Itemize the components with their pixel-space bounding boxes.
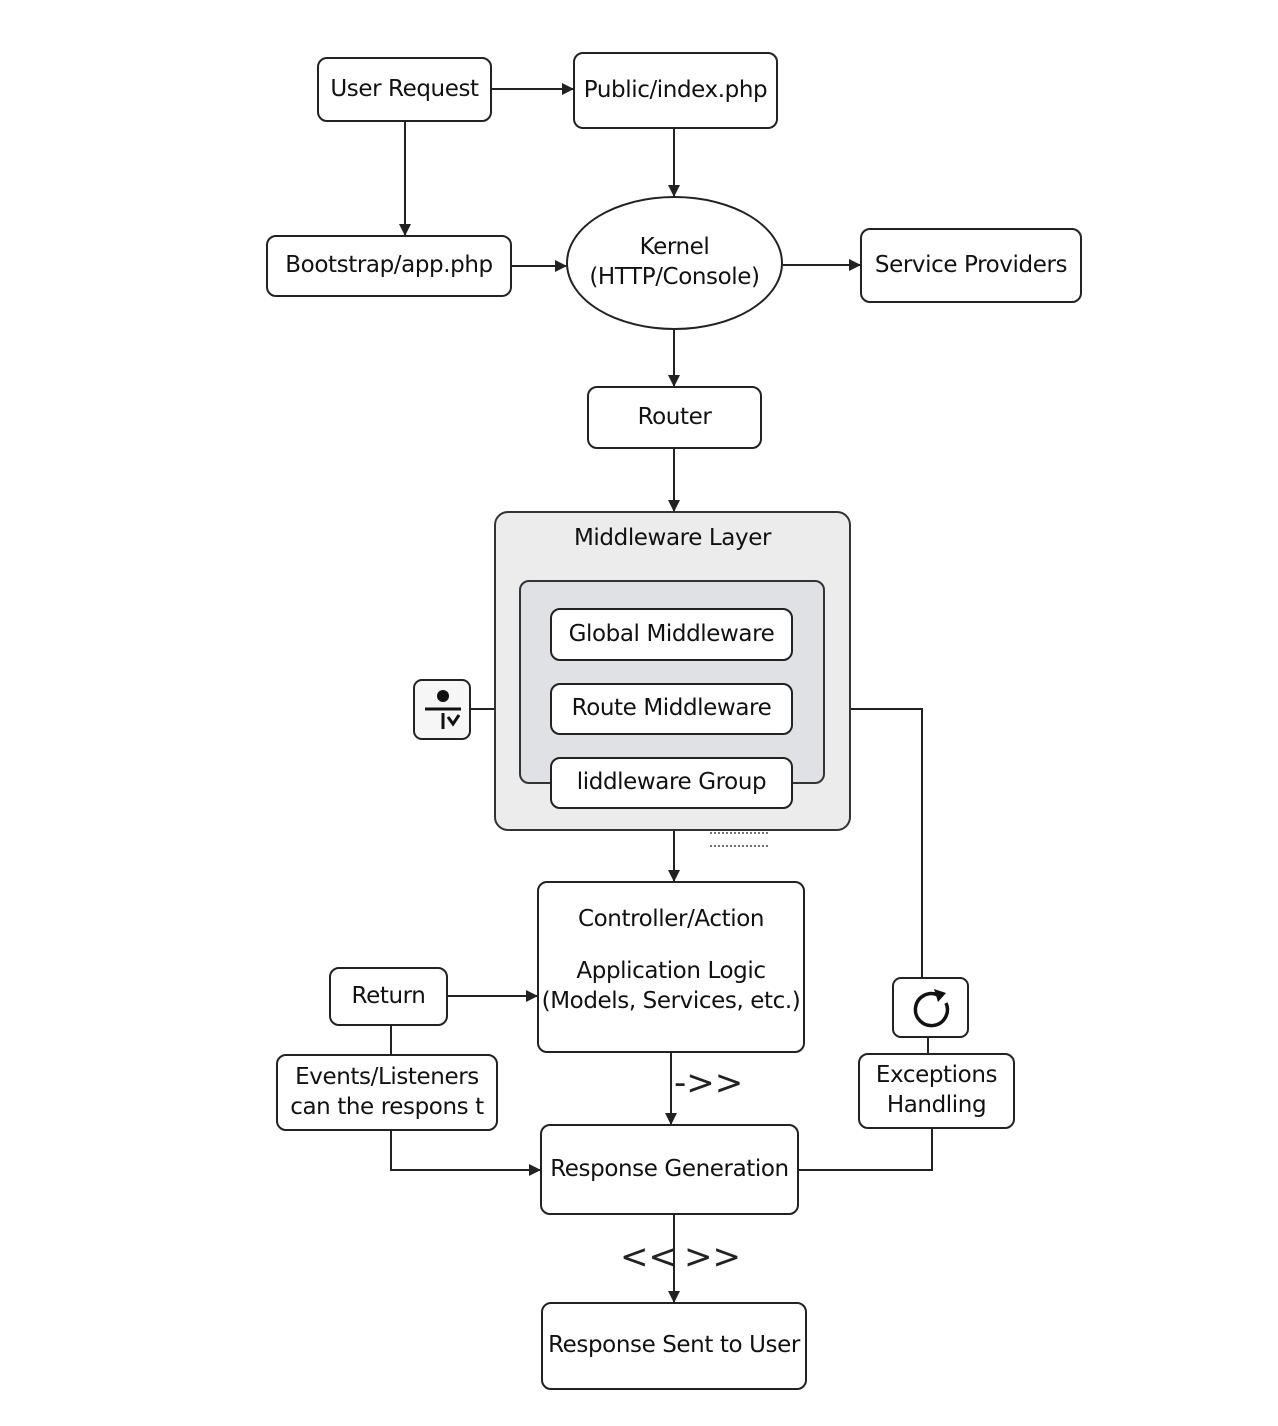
response-symbol-left: << <box>620 1237 677 1277</box>
exceptions-handling-node: Exceptions Handling <box>858 1053 1015 1129</box>
edge-events-response <box>390 1131 541 1176</box>
refresh-icon <box>892 977 969 1038</box>
events-listeners-node: Events/Listeners can the respons t <box>276 1054 498 1131</box>
application-logic-text: Application Logic (Models, Services, etc… <box>541 957 801 1014</box>
bootstrap-app-node: Bootstrap/app.php <box>266 235 512 297</box>
public-index-node: Public/index.php <box>573 52 778 129</box>
middleware-layer-title: Middleware Layer <box>573 525 772 551</box>
controller-out-symbol: ->> <box>674 1063 743 1103</box>
response-generation-node: Response Generation <box>540 1124 799 1215</box>
global-middleware-node: Global Middleware <box>550 608 793 661</box>
return-node: Return <box>329 967 448 1026</box>
router-node: Router <box>587 386 762 449</box>
response-symbol-right: >> <box>684 1237 741 1277</box>
filter-person-icon <box>413 679 471 740</box>
controller-action-node: Controller/Action Application Logic (Mod… <box>537 881 805 1053</box>
user-request-node: User Request <box>317 57 492 122</box>
route-middleware-node: Route Middleware <box>550 683 793 735</box>
response-sent-node: Response Sent to User <box>541 1302 807 1390</box>
dotted-marker <box>710 832 768 847</box>
service-providers-node: Service Providers <box>860 228 1082 303</box>
controller-action-title: Controller/Action <box>577 906 765 932</box>
edge-response-exceptions <box>799 1129 933 1171</box>
kernel-node: Kernel (HTTP/Console) <box>566 196 783 330</box>
middleware-group-node: liddleware Group <box>550 757 793 809</box>
